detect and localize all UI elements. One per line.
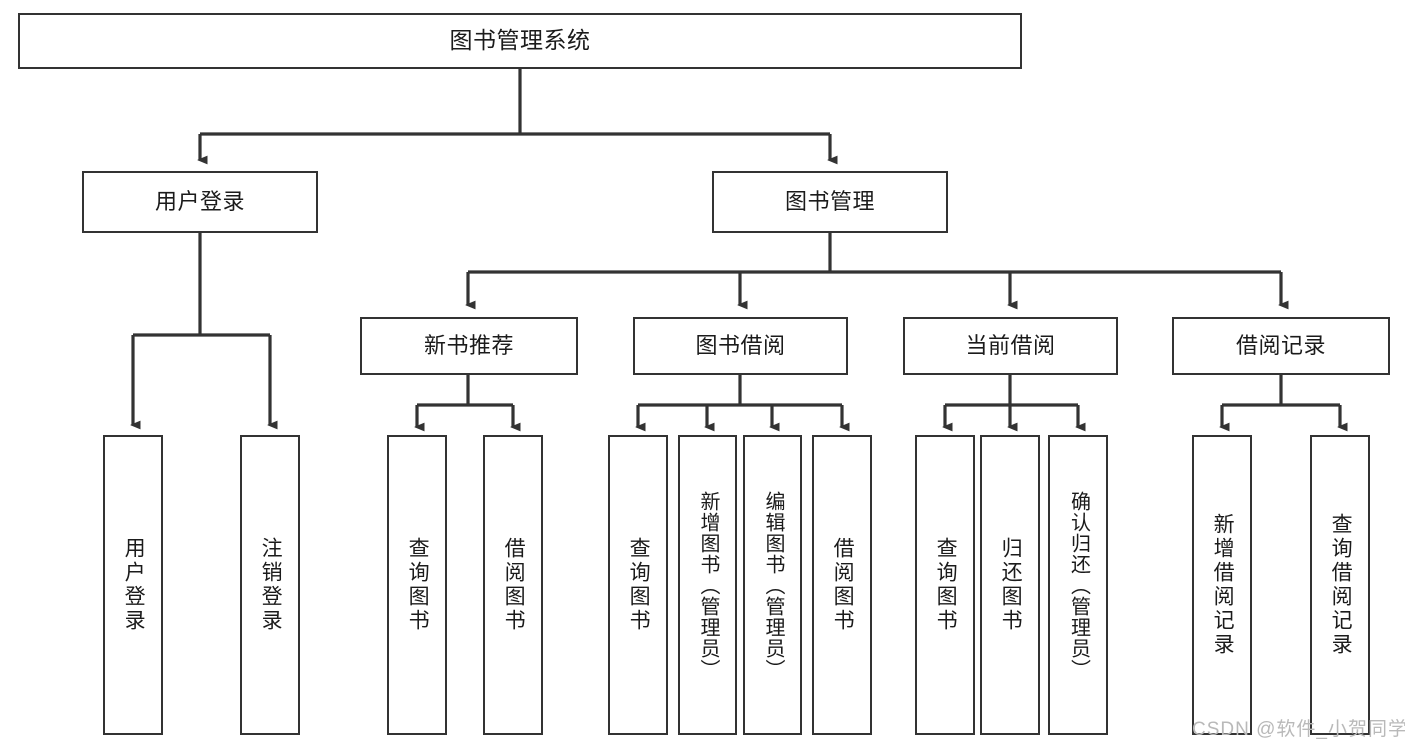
node-label: 编辑图书（管理员） bbox=[762, 490, 784, 680]
leaf-current-query-book[interactable]: 查询图书 bbox=[915, 435, 975, 735]
leaf-record-query-record[interactable]: 查询借阅记录 bbox=[1310, 435, 1370, 735]
node-current-borrow[interactable]: 当前借阅 bbox=[903, 317, 1118, 375]
node-label: 新增借阅记录 bbox=[1211, 513, 1235, 657]
node-label: 用户登录 bbox=[154, 189, 245, 215]
leaf-borrow-query-book[interactable]: 查询图书 bbox=[608, 435, 668, 735]
node-label: 新书推荐 bbox=[423, 333, 514, 359]
node-label: 归还图书 bbox=[999, 537, 1023, 633]
leaf-borrow-add-book-admin[interactable]: 新增图书（管理员） bbox=[678, 435, 737, 735]
node-label: 借阅图书 bbox=[831, 537, 855, 633]
leaf-current-return-book[interactable]: 归还图书 bbox=[980, 435, 1040, 735]
leaf-current-confirm-return-admin[interactable]: 确认归还（管理员） bbox=[1048, 435, 1108, 735]
node-label: 注销登录 bbox=[259, 537, 283, 633]
node-root-system[interactable]: 图书管理系统 bbox=[18, 13, 1022, 69]
node-label: 借阅图书 bbox=[502, 537, 526, 633]
node-label: 查询借阅记录 bbox=[1329, 513, 1353, 657]
node-label: 查询图书 bbox=[627, 537, 651, 633]
node-label: 新增图书（管理员） bbox=[697, 490, 719, 680]
leaf-user-logout[interactable]: 注销登录 bbox=[240, 435, 300, 735]
node-label: 查询图书 bbox=[406, 537, 430, 633]
node-label: 图书管理系统 bbox=[449, 27, 591, 54]
node-book-management[interactable]: 图书管理 bbox=[712, 171, 948, 233]
node-book-borrow[interactable]: 图书借阅 bbox=[633, 317, 848, 375]
leaf-record-add-record[interactable]: 新增借阅记录 bbox=[1192, 435, 1252, 735]
leaf-borrow-edit-book-admin[interactable]: 编辑图书（管理员） bbox=[743, 435, 802, 735]
leaf-recommend-borrow-book[interactable]: 借阅图书 bbox=[483, 435, 543, 735]
leaf-recommend-query-book[interactable]: 查询图书 bbox=[387, 435, 447, 735]
leaf-borrow-borrow-book[interactable]: 借阅图书 bbox=[812, 435, 872, 735]
node-label: 借阅记录 bbox=[1235, 333, 1326, 359]
leaf-user-login[interactable]: 用户登录 bbox=[103, 435, 163, 735]
node-label: 当前借阅 bbox=[965, 333, 1056, 359]
node-label: 用户登录 bbox=[122, 537, 146, 633]
node-label: 查询图书 bbox=[934, 537, 958, 633]
node-label: 图书管理 bbox=[784, 189, 875, 215]
watermark: CSDN @软件_小贺同学 bbox=[1192, 719, 1405, 740]
node-borrow-record[interactable]: 借阅记录 bbox=[1172, 317, 1390, 375]
node-label: 图书借阅 bbox=[695, 333, 786, 359]
node-user-login[interactable]: 用户登录 bbox=[82, 171, 318, 233]
node-new-book-recommend[interactable]: 新书推荐 bbox=[360, 317, 578, 375]
node-label: 确认归还（管理员） bbox=[1067, 490, 1090, 680]
